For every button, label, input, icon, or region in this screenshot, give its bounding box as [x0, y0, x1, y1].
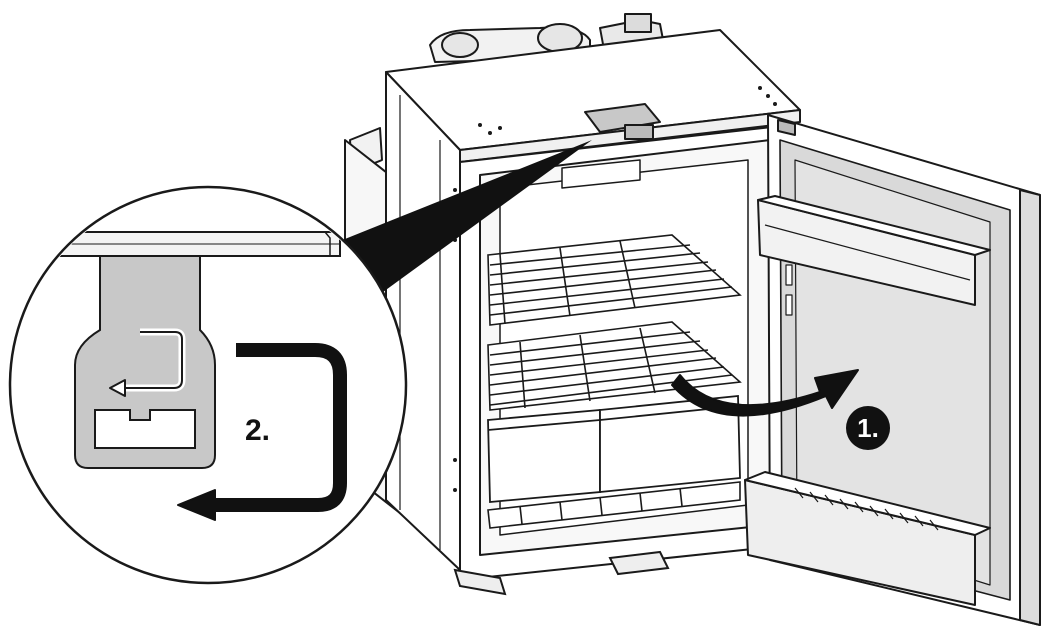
curved-arrow-icon	[671, 369, 859, 417]
step-1-badge: 1.	[846, 406, 890, 450]
step-1-label: 1.	[857, 413, 879, 443]
bottom-shelf	[487, 481, 741, 529]
fridge-feet	[453, 550, 670, 596]
crisper-drawers	[487, 395, 741, 503]
bent-arrow-icon	[215, 343, 347, 512]
magnifier-pointer	[330, 140, 592, 300]
wire-shelves	[487, 234, 742, 529]
upper-shelf	[487, 234, 742, 326]
door-rotation-arrow	[671, 369, 859, 417]
step-2-label: 2.	[245, 414, 270, 447]
hinge-detail-circle: 2.	[8, 185, 408, 585]
step-1-circle	[846, 406, 890, 450]
refrigerator-door	[744, 114, 1041, 626]
